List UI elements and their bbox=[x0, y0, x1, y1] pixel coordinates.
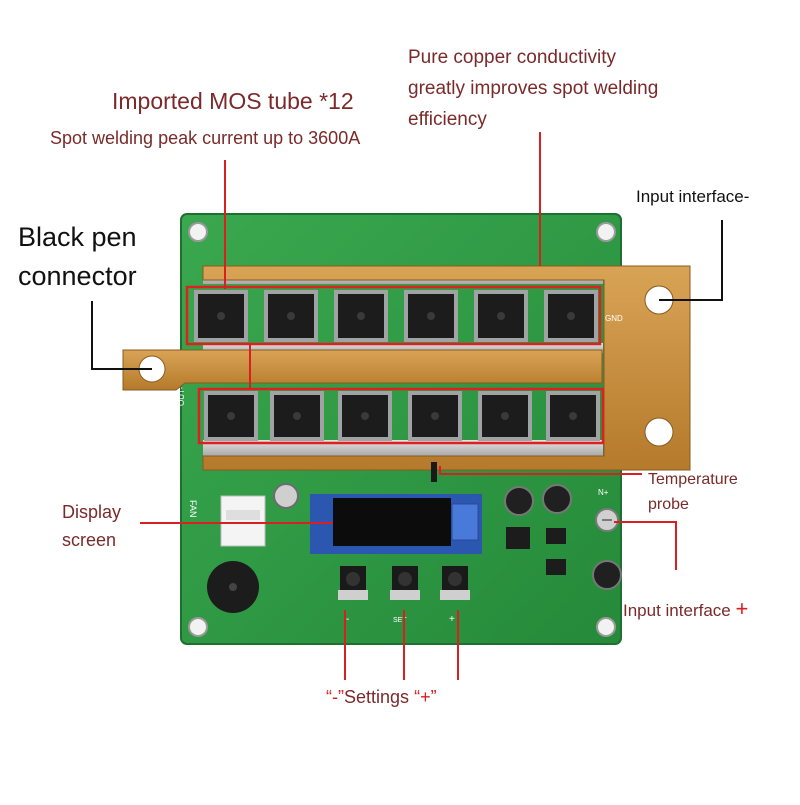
heat-strip-mid bbox=[203, 343, 603, 353]
plus-symbol: + bbox=[420, 687, 431, 707]
copper-bar-output bbox=[122, 349, 603, 391]
mosfet-highlight-top bbox=[185, 285, 602, 346]
copper-label-line2: greatly improves spot welding bbox=[408, 78, 659, 99]
inductor bbox=[506, 527, 530, 549]
display-screen-label: Display screen bbox=[62, 498, 121, 554]
quote-close-2: ” bbox=[430, 687, 437, 707]
black-pen-label: Black pen connector bbox=[18, 218, 137, 296]
ic-1 bbox=[546, 528, 566, 544]
silkscreen: OUT- GND FAN N+ SET - + bbox=[177, 314, 623, 625]
display-line1: Display bbox=[62, 502, 122, 522]
input-interface-positive-label: Input interface + bbox=[623, 596, 748, 622]
silk-plus: + bbox=[449, 614, 455, 625]
capacitor-3 bbox=[592, 560, 622, 590]
silk-fan: FAN bbox=[188, 500, 198, 518]
capacitor-1 bbox=[504, 486, 534, 516]
oled-display bbox=[333, 498, 451, 546]
black-pen-line1: Black pen bbox=[18, 222, 137, 252]
relay-chip bbox=[220, 495, 266, 547]
components bbox=[207, 462, 622, 613]
quote-close-1: ” bbox=[338, 687, 344, 707]
mos-tube-subtitle: Spot welding peak current up to 3600A bbox=[50, 128, 361, 148]
display-line2: screen bbox=[62, 530, 117, 550]
mosfet-highlight-bottom bbox=[197, 387, 605, 445]
silk-minus: - bbox=[346, 614, 349, 625]
copper-label-line3: efficiency bbox=[408, 109, 487, 130]
input-negative-text: Input interface bbox=[636, 187, 744, 206]
mosfet-row-top bbox=[194, 290, 598, 342]
silk-gnd: GND bbox=[605, 314, 623, 323]
temperature-probe-label: Temperature probe bbox=[648, 467, 738, 517]
mounting-holes bbox=[188, 222, 616, 637]
settings-text: Settings bbox=[344, 687, 410, 707]
quote-open-2: “ bbox=[414, 687, 421, 707]
callout-lines-black bbox=[91, 220, 723, 370]
input-interface-negative-label: Input interface- bbox=[636, 187, 749, 207]
input-positive-text: Input interface bbox=[623, 601, 731, 620]
temp-line1: Temperature bbox=[648, 471, 738, 488]
copper-bar-input bbox=[202, 265, 691, 471]
copper-label-line1: Pure copper conductivity bbox=[408, 47, 617, 68]
input-negative-symbol: - bbox=[743, 187, 750, 206]
temp-line2: probe bbox=[648, 496, 689, 513]
silk-nplus: N+ bbox=[598, 488, 609, 497]
ic-2 bbox=[546, 559, 566, 575]
copper-label: Pure copper conductivity greatly improve… bbox=[408, 42, 658, 135]
black-pen-line2: connector bbox=[18, 261, 137, 291]
input-terminal-hole-bottom bbox=[644, 417, 674, 447]
silk-out: OUT- bbox=[177, 387, 186, 406]
input-positive-symbol: + bbox=[735, 596, 749, 621]
silk-set: SET bbox=[393, 617, 407, 624]
capacitor-2 bbox=[542, 484, 572, 514]
capacitor-small bbox=[273, 483, 299, 509]
button-labels: “-”Settings “+” bbox=[326, 687, 437, 709]
temperature-sensor bbox=[431, 462, 437, 482]
minus-symbol: - bbox=[332, 687, 338, 707]
mos-tube-title: Imported MOS tube *12 bbox=[112, 88, 354, 114]
mosfet-row-bottom bbox=[204, 391, 600, 441]
quote-open-1: “ bbox=[326, 687, 332, 707]
callout-lines-red bbox=[140, 132, 677, 680]
